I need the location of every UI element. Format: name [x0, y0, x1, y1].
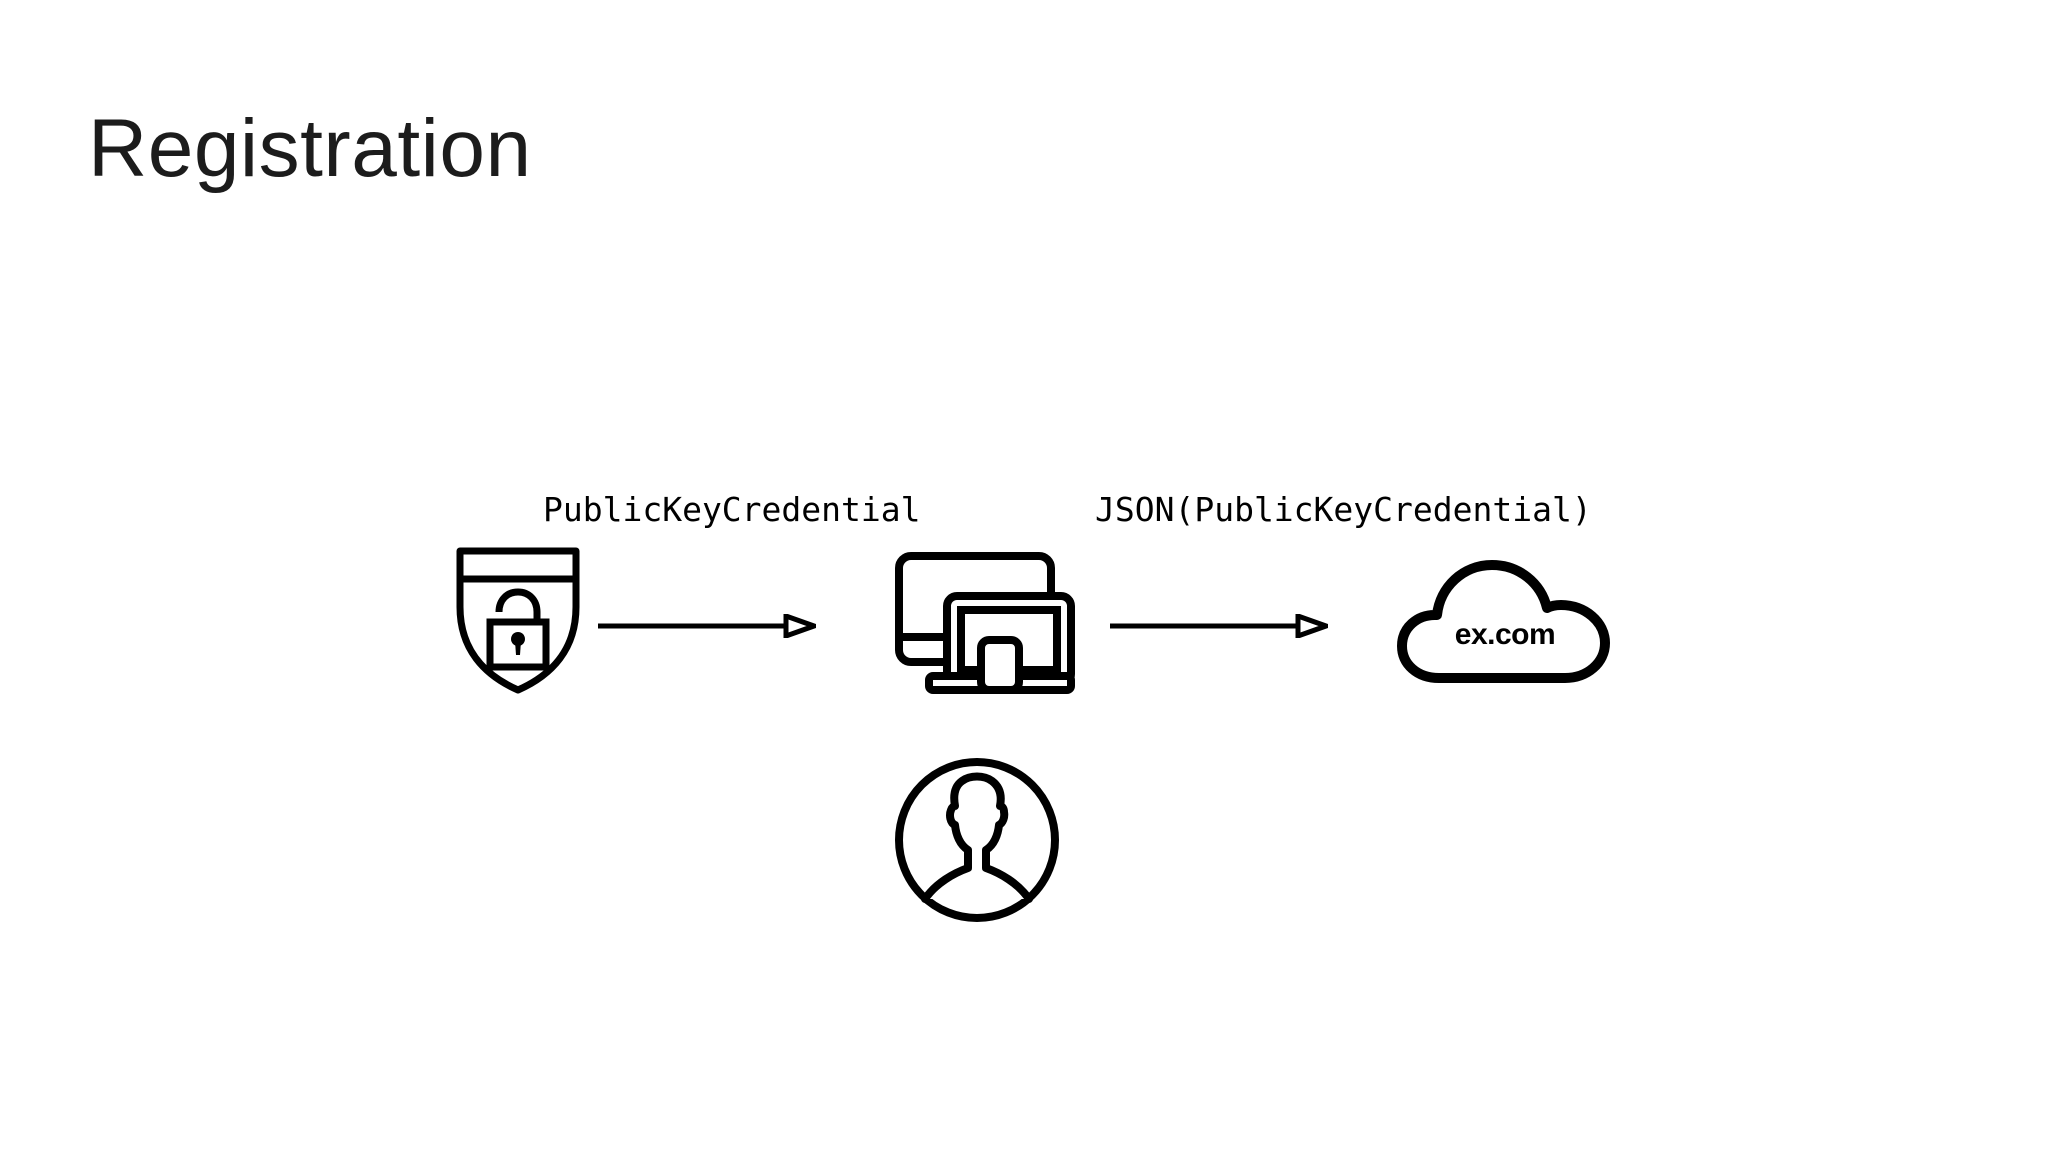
node-authenticator: [452, 545, 584, 695]
node-relying-party-cloud: [1395, 556, 1615, 686]
page-title: Registration: [88, 103, 532, 194]
user-avatar-icon: [892, 755, 1062, 925]
arrow-authenticator-to-devices: [598, 614, 816, 638]
cloud-domain-label: ex.com: [1454, 618, 1556, 651]
node-user-avatar: [892, 755, 1062, 925]
shield-lock-icon: [452, 545, 584, 695]
edge-label-json-publickeycredential: JSON(PublicKeyCredential): [1095, 490, 1592, 529]
arrow-devices-to-relying-party: [1110, 614, 1328, 638]
devices-icon: [895, 552, 1075, 695]
slide-footer: Duo Security is now part of Cisco. CISCO: [0, 1048, 2048, 1152]
node-client-devices: [895, 552, 1075, 695]
edge-label-publickeycredential: PublicKeyCredential: [543, 490, 921, 529]
cloud-icon: [1395, 556, 1615, 686]
